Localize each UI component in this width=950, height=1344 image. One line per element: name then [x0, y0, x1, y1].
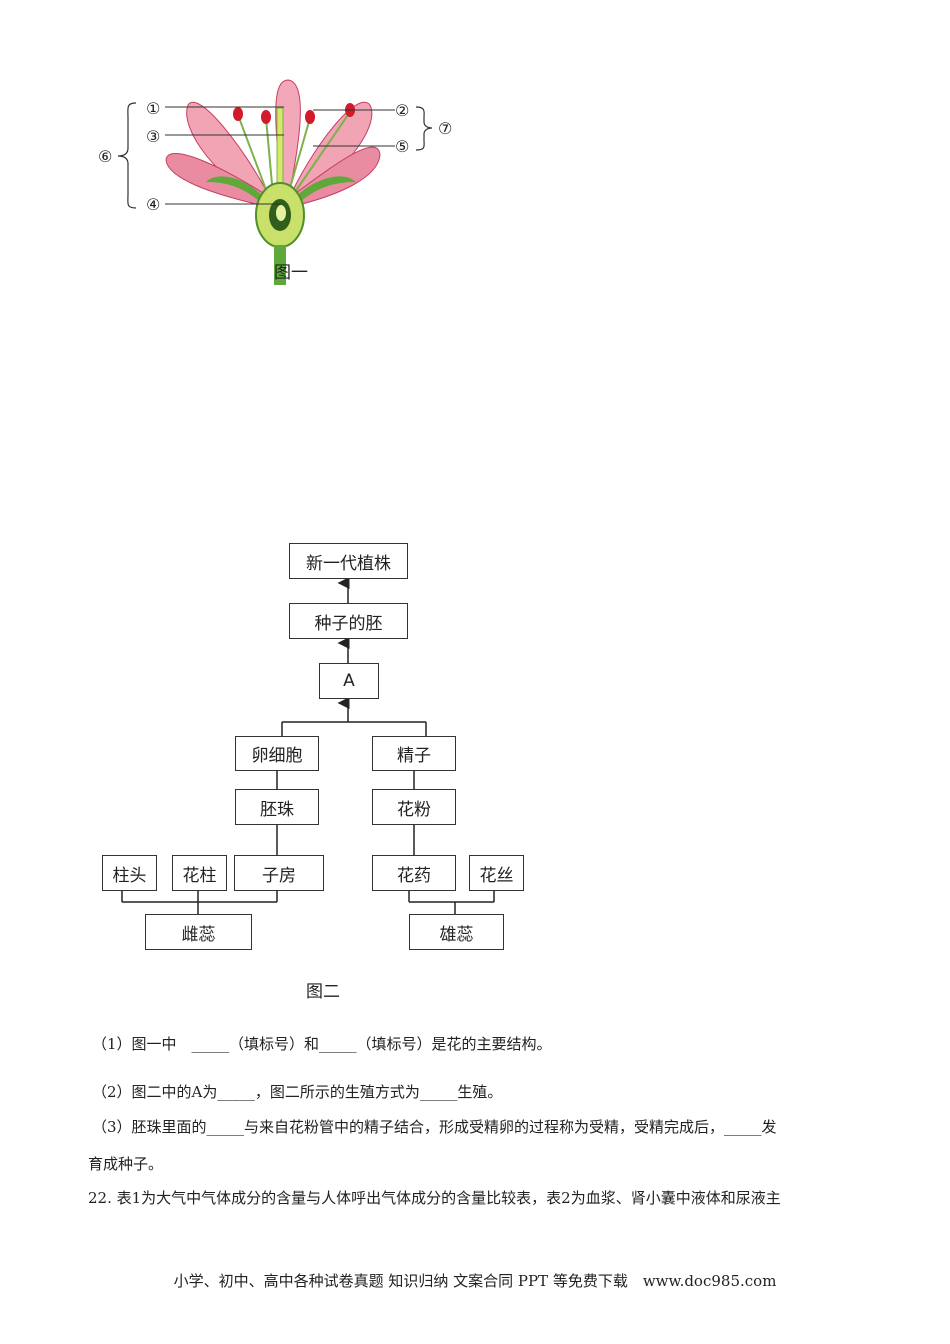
flower-illustration — [117, 79, 433, 285]
box-seed-embryo: 种子的胚 — [289, 603, 408, 639]
label-3: ③ — [146, 127, 161, 146]
figure2-caption: 图二 — [306, 982, 340, 1002]
question-3-line1: （3）胚珠里面的_____与来自花粉管中的精子结合，形成受精卵的过程称为受精，受… — [92, 1118, 777, 1136]
box-anther: 花药 — [372, 855, 456, 891]
box-style: 花柱 — [172, 855, 227, 891]
label-2: ② — [395, 101, 410, 120]
box-ovule: 胚珠 — [235, 789, 319, 825]
label-4: ④ — [146, 195, 161, 214]
figure1-caption: 图一 — [274, 263, 308, 283]
box-pollen: 花粉 — [372, 789, 456, 825]
label-7: ⑦ — [438, 119, 453, 138]
box-ovary: 子房 — [234, 855, 324, 891]
question-3-line2: 育成种子。 — [88, 1155, 164, 1173]
page-footer: 小学、初中、高中各种试卷真题 知识归纳 文案合同 PPT 等免费下载 www.d… — [173, 1272, 777, 1290]
box-egg-cell: 卵细胞 — [235, 736, 319, 771]
question-22: 22. 表1为大气中气体成分的含量与人体呼出气体成分的含量比较表，表2为血浆、肾… — [88, 1189, 781, 1207]
box-stamen: 雄蕊 — [409, 914, 504, 950]
box-a: A — [319, 663, 379, 699]
flower-diagram: ① ② ③ ④ ⑤ ⑥ ⑦ — [88, 70, 468, 285]
question-1: （1）图一中 _____（填标号）和_____（填标号）是花的主要结构。 — [92, 1035, 552, 1053]
question-2: （2）图二中的A为_____，图二所示的生殖方式为_____生殖。 — [92, 1083, 503, 1101]
box-stigma: 柱头 — [102, 855, 157, 891]
box-filament: 花丝 — [469, 855, 524, 891]
box-sperm: 精子 — [372, 736, 456, 771]
label-6: ⑥ — [98, 147, 113, 166]
box-pistil: 雌蕊 — [145, 914, 252, 950]
label-1: ① — [146, 99, 161, 118]
label-5: ⑤ — [395, 137, 410, 156]
box-new-plant: 新一代植株 — [289, 543, 408, 579]
